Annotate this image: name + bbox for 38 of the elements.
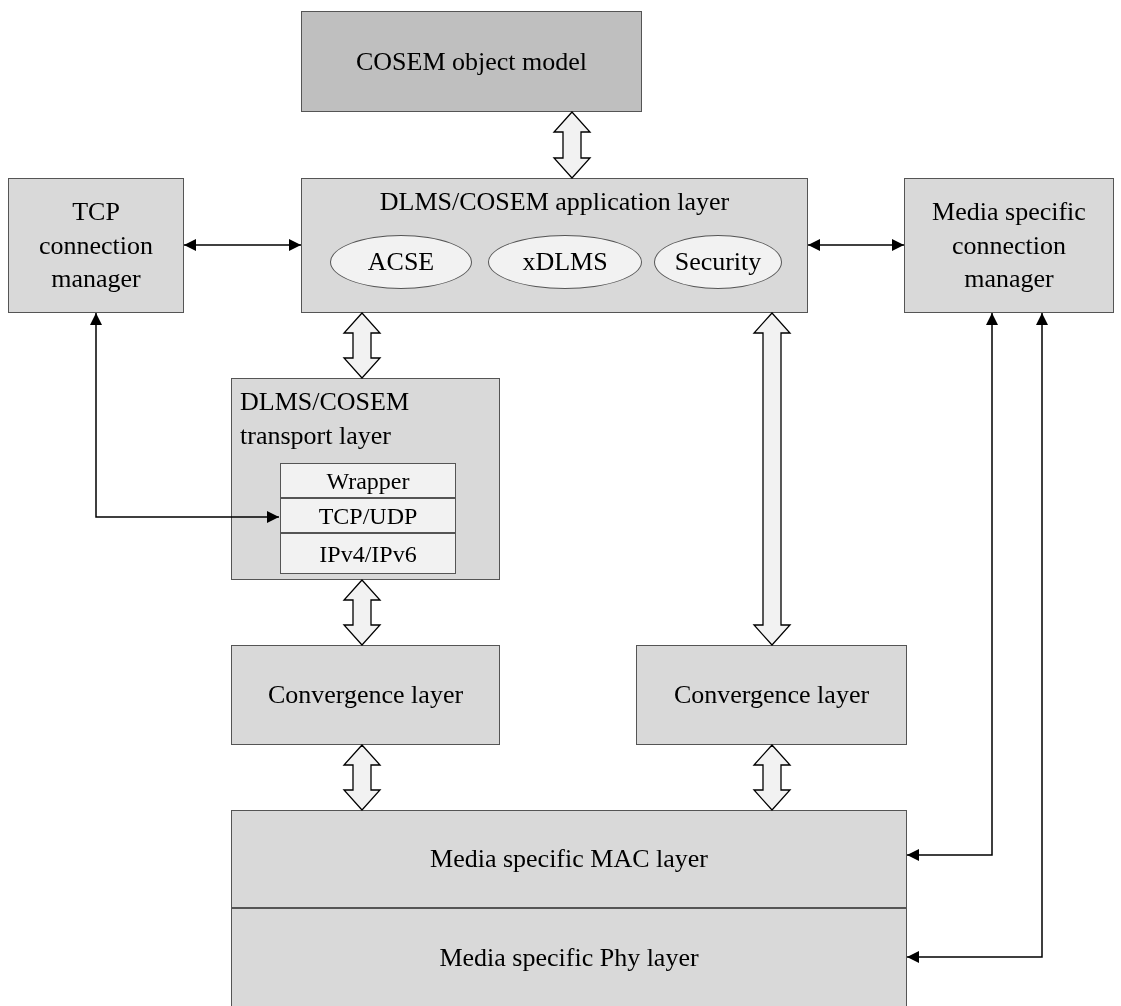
protocol-cell bbox=[280, 463, 456, 498]
double-block-arrow bbox=[342, 579, 382, 646]
arrow bbox=[183, 239, 302, 251]
box-label: IPv4/IPv6 bbox=[319, 541, 417, 566]
box-label: Wrapper bbox=[326, 468, 410, 493]
box-label: COSEM object model bbox=[355, 45, 588, 78]
arrow bbox=[906, 312, 998, 861]
double-block-arrow bbox=[752, 312, 792, 646]
box-label: Media specific Phy layer bbox=[439, 942, 699, 975]
box-label: DLMS/COSEM application layer bbox=[379, 186, 730, 218]
arrow bbox=[807, 239, 905, 251]
box-label: ACSE bbox=[367, 246, 435, 279]
layer-box bbox=[301, 178, 808, 313]
arrow bbox=[906, 312, 1048, 963]
protocol-cell bbox=[280, 498, 456, 533]
box-label: TCP/UDP bbox=[318, 503, 418, 528]
layer-box bbox=[231, 810, 907, 908]
box-label: xDLMS bbox=[522, 246, 608, 279]
layer-box bbox=[231, 908, 907, 1006]
box-label: Security bbox=[674, 246, 762, 279]
layer-box bbox=[231, 378, 500, 580]
layer-box bbox=[8, 178, 184, 313]
box-label: TCP connection manager bbox=[37, 195, 155, 296]
box-label: Convergence layer bbox=[673, 679, 870, 712]
box-label: Convergence layer bbox=[267, 679, 464, 712]
double-block-arrow bbox=[342, 312, 382, 379]
layer-box bbox=[636, 645, 907, 745]
double-block-arrow bbox=[552, 111, 592, 179]
arrow bbox=[90, 312, 280, 523]
protocol-cell bbox=[280, 533, 456, 574]
layer-box bbox=[231, 645, 500, 745]
layer-box bbox=[301, 11, 642, 112]
box-label: Media specific MAC layer bbox=[430, 843, 708, 876]
box-label: DLMS/COSEM transport layer bbox=[240, 386, 411, 452]
double-block-arrow bbox=[752, 744, 792, 811]
double-block-arrow bbox=[342, 744, 382, 811]
box-label: Media specific connection manager bbox=[931, 195, 1087, 296]
layer-box bbox=[904, 178, 1114, 313]
